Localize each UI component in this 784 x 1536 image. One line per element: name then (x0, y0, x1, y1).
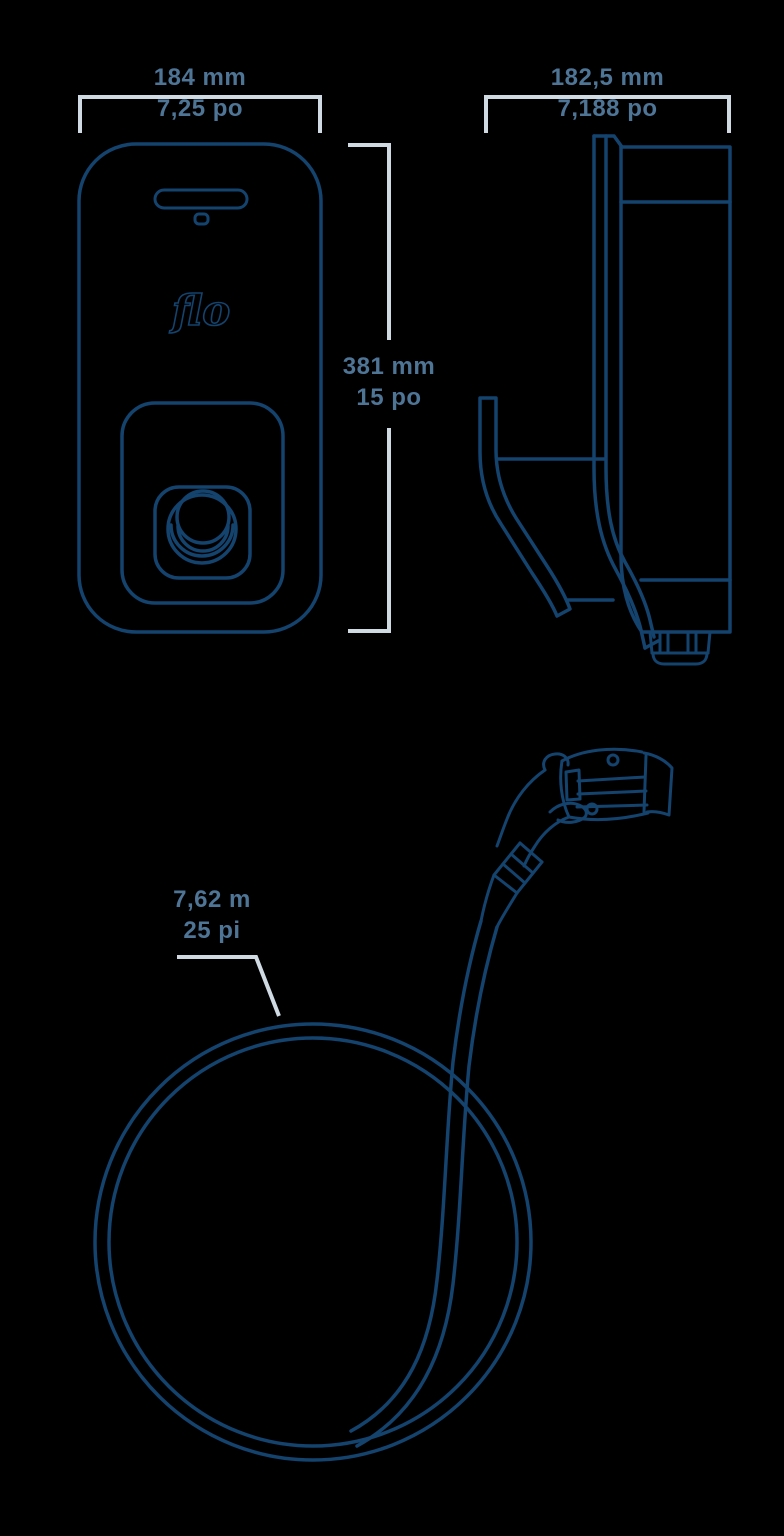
faceplate-top-edge (592, 134, 624, 149)
cable-neck (479, 873, 519, 929)
side-depth-label: 182,5 mm 7,188 po (485, 62, 730, 124)
height-metric: 381 mm (342, 353, 436, 380)
led-dot (193, 212, 210, 226)
cable-length-label: 7,62 m 25 pi (112, 884, 312, 946)
trigger-detail (548, 801, 588, 824)
status-light-slot (153, 188, 249, 210)
connector-head-ridges (575, 775, 649, 809)
coil-inner-line (107, 1036, 519, 1448)
charger-front-view: flo (77, 142, 323, 634)
cable-length-metric: 7,62 m (173, 886, 251, 913)
handle-inner-edge (522, 815, 571, 868)
connector-screw-bottom (585, 802, 599, 816)
grip-band-edges (492, 841, 544, 895)
hanging-cable-line-1 (349, 919, 483, 1433)
coil-outer-line (93, 1022, 533, 1462)
side-body-outline (619, 145, 732, 634)
side-body-front-edge (619, 145, 644, 634)
connector-screw-top (606, 753, 620, 767)
connector-latch-window (564, 768, 582, 802)
charging-connector (479, 747, 674, 929)
faceplate-inner-line (604, 134, 656, 639)
connector-holster (120, 401, 285, 605)
hanging-cable-line-2 (355, 925, 499, 1448)
socket-inner-ring (175, 489, 231, 545)
front-width-metric: 184 mm (153, 64, 247, 91)
charging-cable-coil (93, 919, 533, 1462)
flo-logo: flo (169, 286, 231, 335)
mounting-hook (478, 396, 572, 618)
charger-body-outline (77, 142, 323, 634)
cable-gland (648, 630, 712, 666)
height-imperial: 15 po (356, 384, 422, 411)
side-depth-dimension-bracket (484, 95, 731, 133)
connector-latch-bump (542, 752, 570, 772)
height-dimension-line (348, 143, 391, 633)
connector-head-bottom (567, 811, 650, 822)
front-width-imperial: 7,25 po (156, 95, 244, 122)
handle-outer-edge (495, 768, 547, 848)
connector-front-cap (642, 751, 674, 817)
socket-depth-arc-2 (176, 524, 230, 553)
front-width-dimension-bracket (78, 95, 322, 133)
faceplate-outer-line (592, 134, 647, 650)
connector-head-top (560, 747, 644, 763)
side-depth-metric: 182,5 mm (550, 64, 665, 91)
side-depth-imperial: 7,188 po (557, 95, 658, 122)
connector-head-left (559, 759, 571, 819)
cable-length-imperial: 25 pi (183, 917, 241, 944)
charger-side-view (478, 134, 732, 666)
grip-ribs (492, 841, 544, 895)
socket-recess (153, 485, 252, 580)
front-width-label: 184 mm 7,25 po (78, 62, 322, 124)
socket-depth-arc-1 (169, 523, 235, 558)
cable-length-leader-line (177, 955, 281, 1017)
socket-outer-ring (166, 493, 238, 565)
height-label: 381 mm 15 po (289, 351, 489, 413)
